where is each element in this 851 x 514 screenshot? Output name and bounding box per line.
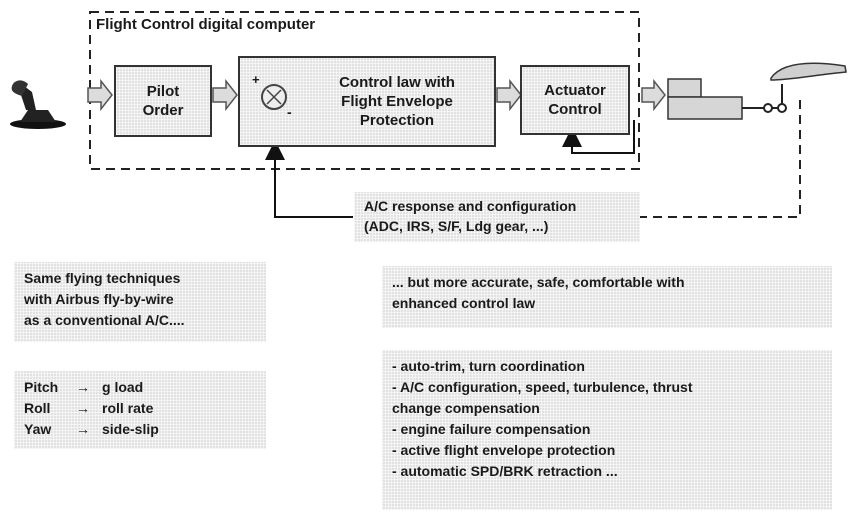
mapping-row: Roll → roll rate — [24, 398, 256, 419]
mapping-arrow: → — [76, 379, 90, 395]
mapping-row: Pitch → g load — [24, 377, 256, 398]
computer-frame — [89, 11, 640, 170]
sidestick-icon — [10, 80, 66, 129]
control-axis-mapping-panel: Pitch → g load Roll → roll rate Yaw → si… — [14, 371, 266, 449]
actuator-control-label: Actuator Control — [544, 82, 606, 118]
pilot-order-label: Pilot Order — [142, 83, 184, 119]
feature-item: - active flight envelope protection — [392, 442, 616, 458]
control-surface-icon — [770, 62, 847, 81]
feature-item: - auto-trim, turn coordination — [392, 358, 585, 374]
enhanced-law-panel: ... but more accurate, safe, comfortable… — [382, 266, 832, 328]
feature-list-panel: - auto-trim, turn coordination - A/C con… — [382, 350, 832, 510]
enhanced-line-2: enhanced control law — [392, 295, 536, 311]
summer-plus-sign: + — [252, 72, 260, 87]
actuator-control-block: Actuator Control — [520, 65, 630, 135]
pilot-order-block: Pilot Order — [114, 65, 212, 137]
mapping-result: g load — [102, 379, 144, 395]
ac-response-line-1: A/C response and configuration — [364, 198, 577, 214]
mapping-axis: Yaw — [24, 421, 52, 437]
enhanced-line-1: ... but more accurate, safe, comfortable… — [392, 274, 685, 290]
ac-response-block: A/C response and configuration (ADC, IRS… — [354, 192, 640, 242]
mapping-row: Yaw → side-slip — [24, 419, 256, 440]
mapping-axis: Roll — [24, 400, 51, 416]
hollow-arrow — [87, 78, 666, 112]
computer-frame-title: Flight Control digital computer — [96, 16, 316, 33]
control-law-label: Control law with Flight Envelope Protect… — [339, 74, 455, 129]
feature-item: change compensation — [392, 400, 540, 416]
summer-minus-sign: - — [287, 104, 292, 120]
mapping-axis: Pitch — [24, 379, 59, 395]
response-feedback-line — [265, 140, 353, 218]
ac-response-line-2: (ADC, IRS, S/F, Ldg gear, ...) — [364, 218, 549, 234]
actuator-cylinder — [667, 78, 787, 120]
feature-item: - A/C configuration, speed, turbulence, … — [392, 379, 693, 395]
mapping-result: side-slip — [102, 421, 159, 437]
mapping-arrow: → — [76, 400, 90, 416]
mapping-arrow: → — [76, 421, 90, 437]
conventional-techniques-panel: Same flying techniques with Airbus fly-b… — [14, 262, 266, 342]
mapping-result: roll rate — [102, 400, 154, 416]
surface-feedback-line — [640, 100, 801, 218]
techniques-line-2: with Airbus fly-by-wire — [24, 291, 174, 307]
feature-item: - automatic SPD/BRK retraction ... — [392, 463, 618, 479]
feature-item: - engine failure compensation — [392, 421, 591, 437]
techniques-line-1: Same flying techniques — [24, 270, 181, 286]
techniques-line-3: as a conventional A/C.... — [24, 312, 185, 328]
actuator-feedback-line — [562, 120, 635, 154]
summing-junction — [261, 84, 287, 110]
